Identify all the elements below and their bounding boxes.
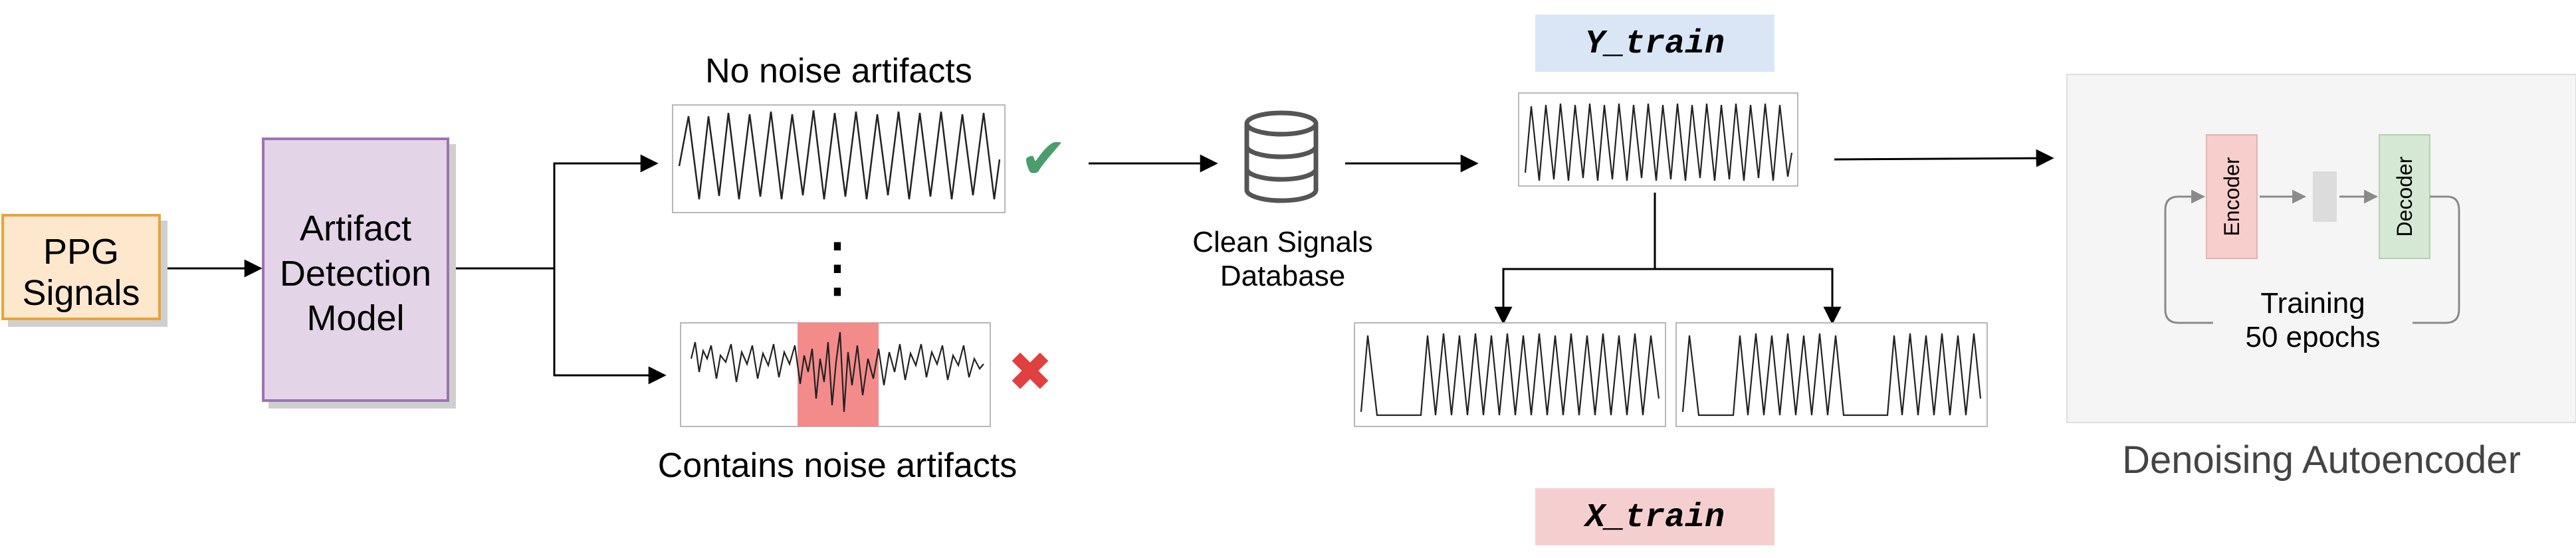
arrow-model-split-noisy: [553, 268, 667, 385]
autoencoder-panel: [2066, 74, 2576, 423]
xtrain-signal-frame-1: [1354, 322, 1666, 427]
ppg-signals-box: PPG Signals: [1, 214, 161, 320]
arrow-ytrain-split-left: [1494, 193, 1656, 325]
artifact-detection-model-label: Artifact Detection Model: [279, 209, 432, 338]
clean-signal-frame: [672, 104, 1006, 213]
clean-signal-trace: [678, 110, 1001, 200]
encoder-label: Encoder: [2220, 157, 2244, 236]
arrow-ytrain-split-right: [1655, 268, 1842, 325]
noisy-signal-trace: [690, 331, 984, 413]
decoder-block: [2379, 134, 2430, 259]
ytrain-label: Y_train: [1584, 25, 1725, 63]
arrow-ytrain-to-ae: [1834, 149, 2054, 167]
database-label: Clean Signals Database: [1192, 226, 1373, 292]
decoder-label: Decoder: [2393, 156, 2416, 237]
ytrain-signal-trace: [1524, 103, 1793, 181]
ellipsis: ⋮: [804, 230, 871, 304]
artifact-detection-model-box: Artifact Detection Model: [262, 138, 449, 402]
autoencoder-title: Denoising Autoencoder: [2122, 438, 2521, 482]
clean-branch-label: No noise artifacts: [705, 52, 972, 90]
xtrain-signal-trace-1: [1360, 333, 1660, 417]
ytrain-label-box: Y_train: [1535, 15, 1774, 72]
xtrain-label: X_train: [1584, 499, 1725, 537]
noisy-branch-label: Contains noise artifacts: [657, 446, 1018, 485]
xtrain-label-box: X_train: [1535, 488, 1774, 545]
arrow-model-split: [451, 154, 659, 270]
training-label: Training 50 epochs: [2213, 287, 2413, 355]
database-icon: [1244, 110, 1319, 203]
ppg-signals-label: PPG Signals: [22, 232, 140, 314]
check-icon: ✔: [1019, 127, 1068, 191]
encoder-block: [2206, 134, 2258, 259]
noise-highlight: [798, 323, 879, 426]
cross-icon: ✖: [1007, 342, 1053, 403]
xtrain-signal-trace-2: [1681, 333, 1982, 417]
bottleneck-block: [2313, 171, 2337, 222]
